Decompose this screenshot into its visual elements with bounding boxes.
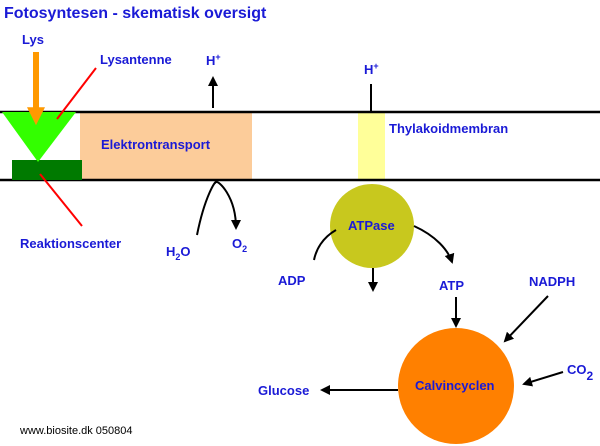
diagram-title: Fotosyntesen - skematisk oversigt — [4, 5, 267, 22]
electron-transport-label: Elektrontransport — [101, 137, 211, 152]
light-label: Lys — [22, 32, 44, 47]
co2-label: CO2 — [567, 362, 594, 383]
light-antenna-triangle — [2, 112, 76, 162]
adp-label: ADP — [278, 273, 306, 288]
atpase-circle — [330, 184, 414, 268]
atpase-label: ATPase — [348, 218, 395, 233]
calvin-cycle-circle — [398, 328, 514, 444]
atpase-channel — [358, 112, 385, 180]
water-splitting-arrow — [196, 180, 241, 236]
proton-label-right: H+ — [364, 61, 379, 77]
proton-label-left: H+ — [206, 52, 221, 68]
water-label: H2O — [166, 244, 191, 262]
glucose-label: Glucose — [258, 383, 309, 398]
reaction-center-label: Reaktionscenter — [20, 236, 121, 251]
nadph-label: NADPH — [529, 274, 575, 289]
nadph-arrow — [503, 295, 549, 343]
calvin-cycle-label: Calvincyclen — [415, 378, 495, 393]
oxygen-label: O2 — [232, 236, 247, 254]
adp-curve — [313, 229, 337, 261]
co2-arrow — [522, 371, 564, 387]
thylakoid-membrane-label: Thylakoidmembran — [389, 121, 508, 136]
atp-arrow — [413, 225, 455, 264]
antenna-pointer-line — [56, 67, 97, 120]
reaction-center-pointer-line — [39, 173, 83, 227]
source-credit: www.biosite.dk 050804 — [19, 425, 133, 437]
electron-transport-box — [80, 112, 252, 180]
reaction-center-box — [12, 160, 82, 180]
antenna-label: Lysantenne — [100, 52, 172, 67]
atp-label: ATP — [439, 278, 464, 293]
